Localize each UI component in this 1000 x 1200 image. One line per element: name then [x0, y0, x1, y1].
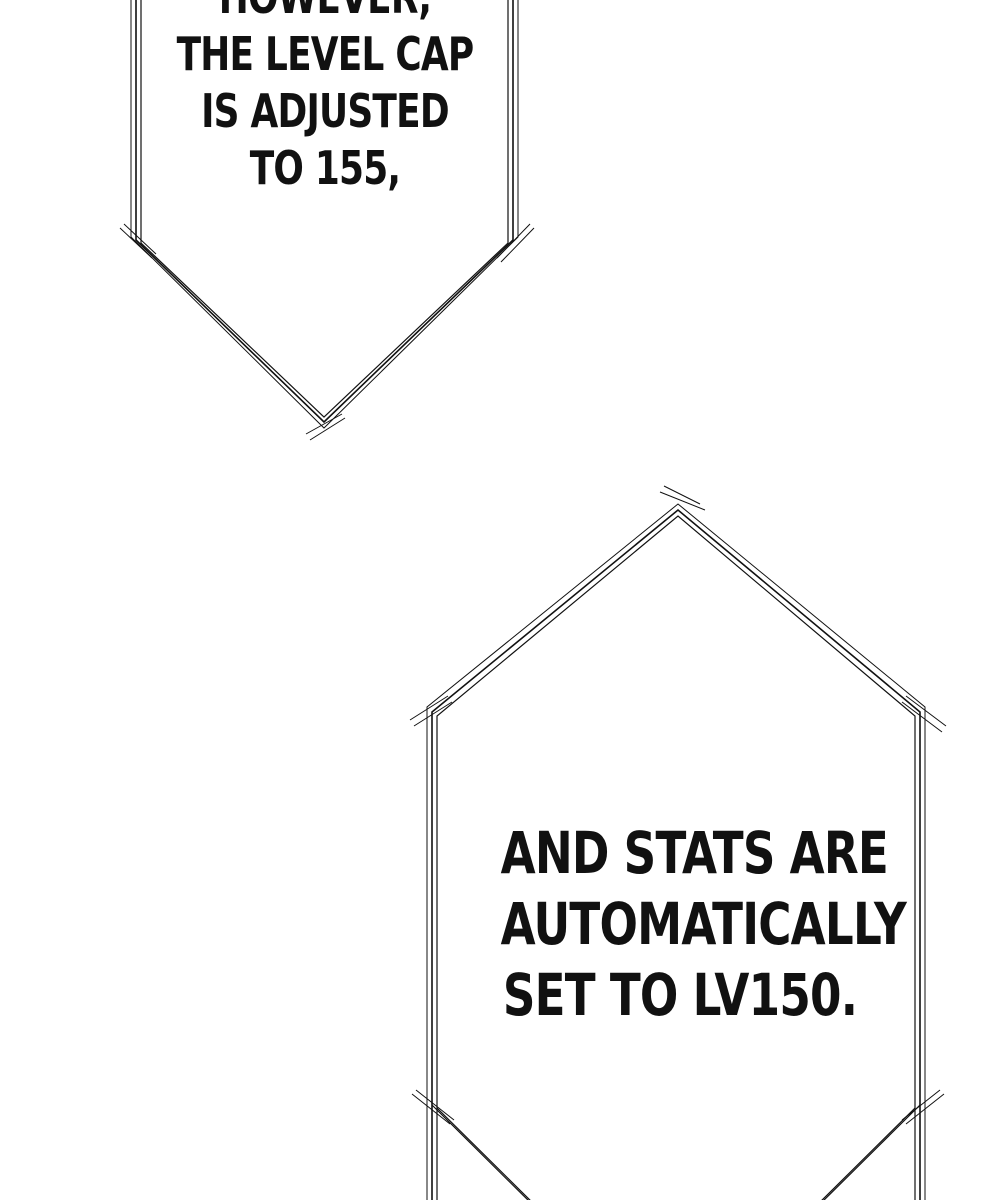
bubble-1-line-4: TO 155,	[249, 141, 401, 195]
bubble-1-text: HOWEVER, THE LEVEL CAP IS ADJUSTED TO 15…	[173, 0, 477, 197]
bubble-1-line-3: IS ADJUSTED	[201, 84, 450, 138]
speech-bubble-2	[409, 485, 947, 1200]
bubble-1-line-2: THE LEVEL CAP	[176, 27, 475, 81]
bubble-1-line-1: HOWEVER,	[173, 0, 477, 26]
bubble-2-line-1: AND STATS ARE	[500, 819, 889, 887]
bubble-2-line-2: AUTOMATICALLY	[500, 890, 907, 958]
speech-bubble-1	[119, 0, 535, 441]
bubble-2-line-3: SET TO LV150.	[502, 961, 858, 1029]
bubble-2-text: AND STATS ARE AUTOMATICALLY SET TO LV150…	[500, 818, 907, 1031]
